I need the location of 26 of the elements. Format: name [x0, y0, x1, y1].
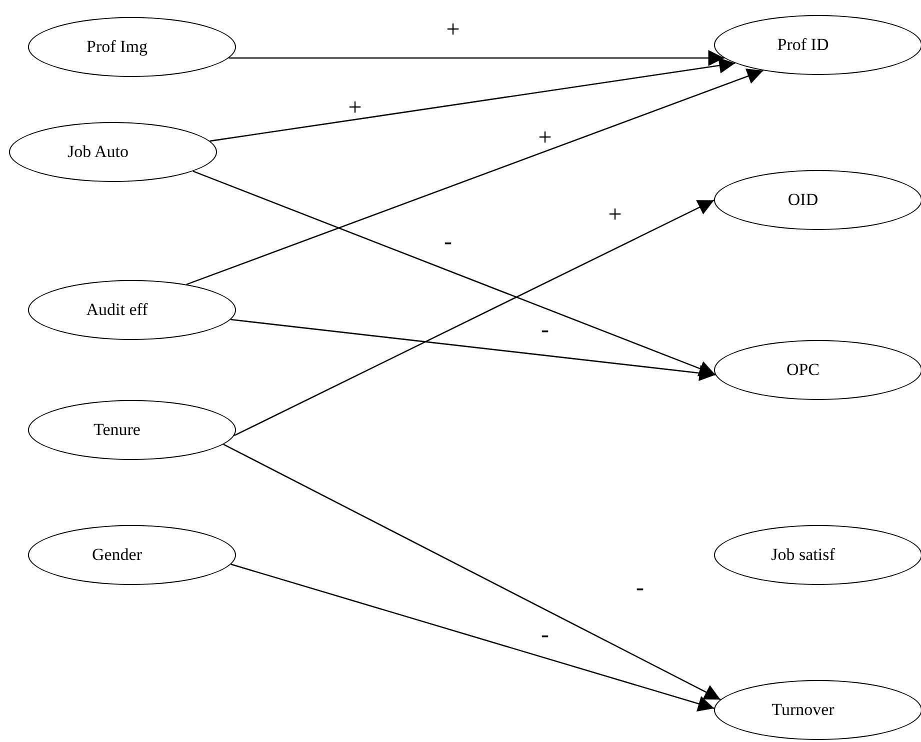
edge-label: +	[348, 96, 362, 120]
arrow	[234, 200, 714, 436]
arrow	[230, 564, 714, 712]
node-label: Audit eff	[86, 300, 149, 320]
arrow	[210, 58, 736, 142]
node-label: Gender	[92, 545, 144, 565]
node-label: Job satisf	[771, 545, 836, 565]
node-label: Turnover	[772, 700, 836, 720]
edge-label: +	[608, 203, 622, 227]
node-label: Prof Img	[86, 37, 148, 57]
edge-label: -	[541, 623, 549, 647]
arrow	[230, 318, 716, 382]
arrow	[186, 68, 764, 286]
node-label: Prof ID	[777, 35, 830, 55]
arrow	[192, 170, 716, 376]
arrow	[223, 444, 721, 700]
node-label: Job Auto	[68, 142, 130, 162]
node-label: Tenure	[94, 420, 142, 440]
node-label: OID	[788, 190, 820, 210]
arrow	[228, 50, 724, 66]
edge-label: -	[541, 318, 549, 342]
edge-label: -	[636, 576, 644, 600]
node-label: OPC	[786, 360, 821, 380]
edge-label: +	[446, 18, 460, 42]
edge-label: +	[538, 126, 552, 150]
edge-label: -	[444, 230, 452, 254]
